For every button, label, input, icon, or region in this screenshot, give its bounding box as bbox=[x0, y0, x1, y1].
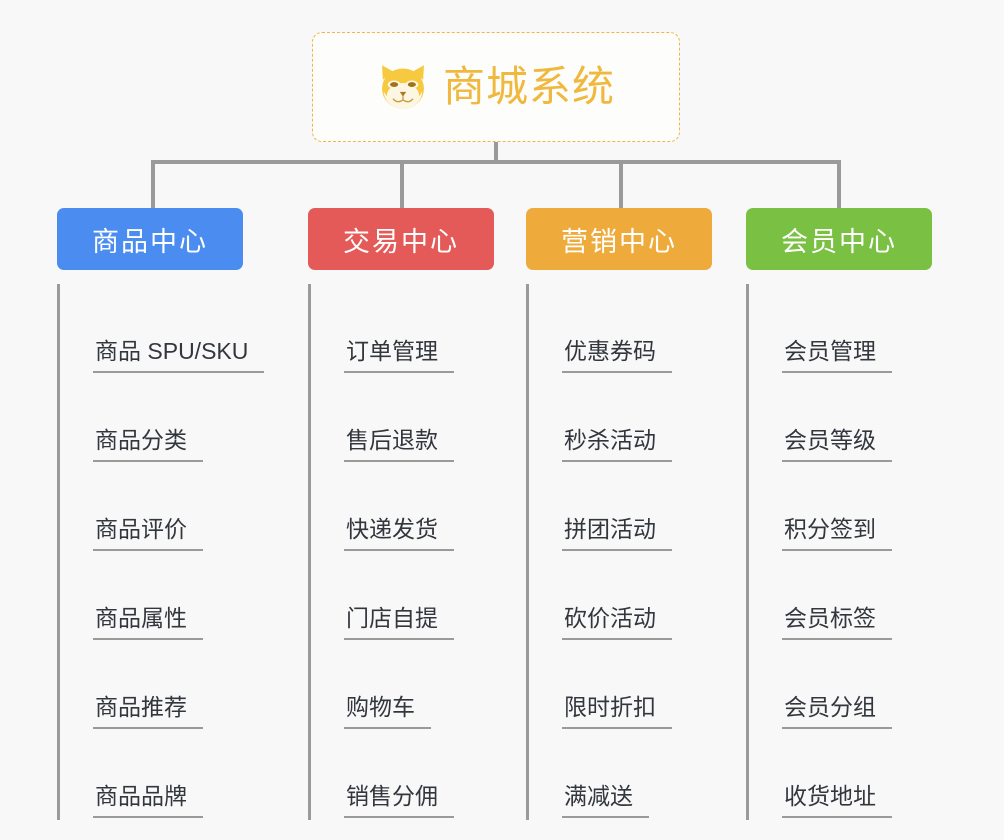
branch-header-1[interactable]: 商品中心 bbox=[57, 208, 243, 270]
list-item[interactable]: 拼团活动 bbox=[542, 462, 712, 551]
branch-header-label-4: 会员中心 bbox=[781, 226, 897, 257]
branch-column-3: 营销中心 优惠券码 秒杀活动 拼团活动 砍价活动 限时折扣 满减送 bbox=[526, 208, 712, 820]
connector-drop-1 bbox=[151, 160, 155, 208]
list-item-label: 售后退款 bbox=[344, 426, 454, 462]
list-item[interactable]: 商品 SPU/SKU bbox=[73, 284, 265, 373]
connector-horizontal-bus bbox=[151, 160, 839, 164]
branch-header-label-3: 营销中心 bbox=[561, 226, 677, 257]
branch-column-2: 交易中心 订单管理 售后退款 快递发货 门店自提 购物车 销售分佣 bbox=[308, 208, 494, 820]
list-item-label: 收货地址 bbox=[782, 782, 892, 818]
list-item-label: 满减送 bbox=[562, 782, 649, 818]
list-item-label: 商品 SPU/SKU bbox=[93, 337, 265, 373]
list-item-label: 会员等级 bbox=[782, 426, 892, 462]
list-item[interactable]: 会员管理 bbox=[762, 284, 932, 373]
list-item-label: 商品品牌 bbox=[93, 782, 203, 818]
list-item[interactable]: 会员等级 bbox=[762, 373, 932, 462]
connector-drop-4 bbox=[837, 160, 841, 208]
list-item[interactable]: 门店自提 bbox=[324, 551, 494, 640]
list-item[interactable]: 积分签到 bbox=[762, 462, 932, 551]
list-item-label: 商品属性 bbox=[93, 604, 203, 640]
list-item-label: 会员标签 bbox=[782, 604, 892, 640]
branch-list-2: 订单管理 售后退款 快递发货 门店自提 购物车 销售分佣 bbox=[308, 284, 494, 820]
branch-list-1: 商品 SPU/SKU 商品分类 商品评价 商品属性 商品推荐 商品品牌 bbox=[57, 284, 265, 820]
list-item-label: 会员分组 bbox=[782, 693, 892, 729]
list-item[interactable]: 订单管理 bbox=[324, 284, 494, 373]
list-item-label: 商品分类 bbox=[93, 426, 203, 462]
list-item-label: 快递发货 bbox=[344, 515, 454, 551]
list-item[interactable]: 秒杀活动 bbox=[542, 373, 712, 462]
list-item-label: 销售分佣 bbox=[344, 782, 454, 818]
list-item[interactable]: 砍价活动 bbox=[542, 551, 712, 640]
branch-list-3: 优惠券码 秒杀活动 拼团活动 砍价活动 限时折扣 满减送 bbox=[526, 284, 712, 820]
list-item[interactable]: 商品属性 bbox=[73, 551, 243, 640]
list-item[interactable]: 商品推荐 bbox=[73, 640, 243, 729]
list-item-label: 秒杀活动 bbox=[562, 426, 672, 462]
list-item[interactable]: 商品分类 bbox=[73, 373, 243, 462]
list-item-label: 订单管理 bbox=[344, 337, 454, 373]
list-item-label: 限时折扣 bbox=[562, 693, 672, 729]
branch-column-1: 商品中心 商品 SPU/SKU 商品分类 商品评价 商品属性 商品推荐 商品品牌 bbox=[57, 208, 265, 820]
list-item[interactable]: 限时折扣 bbox=[542, 640, 712, 729]
branch-column-4: 会员中心 会员管理 会员等级 积分签到 会员标签 会员分组 收货地址 bbox=[746, 208, 932, 820]
list-item[interactable]: 售后退款 bbox=[324, 373, 494, 462]
branch-header-4[interactable]: 会员中心 bbox=[746, 208, 932, 270]
list-item[interactable]: 商品评价 bbox=[73, 462, 243, 551]
list-item-label: 商品推荐 bbox=[93, 693, 203, 729]
list-item[interactable]: 满减送 bbox=[542, 729, 712, 818]
list-item-label: 积分签到 bbox=[782, 515, 892, 551]
list-item[interactable]: 优惠券码 bbox=[542, 284, 712, 373]
list-item[interactable]: 快递发货 bbox=[324, 462, 494, 551]
branch-header-label-2: 交易中心 bbox=[343, 226, 459, 257]
connector-root-stem bbox=[494, 142, 498, 162]
list-item[interactable]: 会员分组 bbox=[762, 640, 932, 729]
branch-list-4: 会员管理 会员等级 积分签到 会员标签 会员分组 收货地址 bbox=[746, 284, 932, 820]
list-item[interactable]: 收货地址 bbox=[762, 729, 932, 818]
branch-header-2[interactable]: 交易中心 bbox=[308, 208, 494, 270]
branch-header-3[interactable]: 营销中心 bbox=[526, 208, 712, 270]
list-item-label: 砍价活动 bbox=[562, 604, 672, 640]
list-item-label: 会员管理 bbox=[782, 337, 892, 373]
list-item[interactable]: 销售分佣 bbox=[324, 729, 494, 818]
list-item-label: 拼团活动 bbox=[562, 515, 672, 551]
shiba-dog-icon bbox=[382, 65, 424, 109]
list-item-label: 门店自提 bbox=[344, 604, 454, 640]
root-node[interactable]: 商城系统 bbox=[312, 32, 680, 142]
connector-drop-3 bbox=[619, 160, 623, 208]
branch-header-label-1: 商品中心 bbox=[92, 226, 208, 257]
root-title: 商城系统 bbox=[442, 63, 615, 110]
list-item[interactable]: 会员标签 bbox=[762, 551, 932, 640]
list-item-label: 购物车 bbox=[344, 693, 431, 729]
list-item-label: 优惠券码 bbox=[562, 337, 672, 373]
list-item[interactable]: 商品品牌 bbox=[73, 729, 243, 818]
connector-drop-2 bbox=[400, 160, 404, 208]
list-item-label: 商品评价 bbox=[93, 515, 203, 551]
list-item[interactable]: 购物车 bbox=[324, 640, 494, 729]
